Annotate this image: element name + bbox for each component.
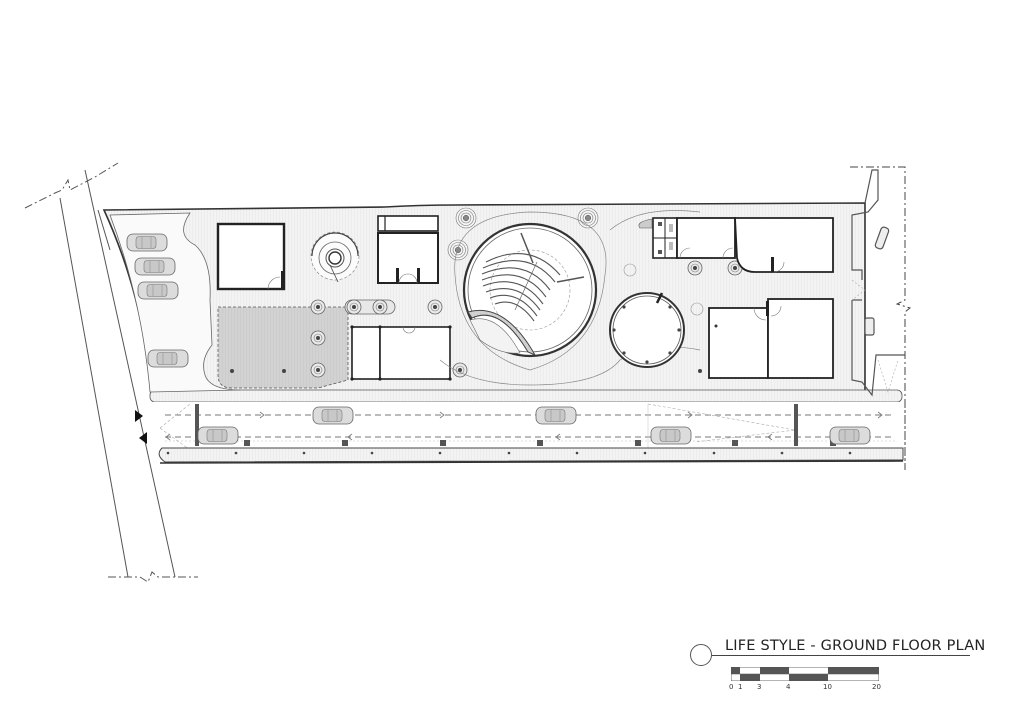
scale-bar (731, 667, 879, 681)
drawing-number-circle (690, 644, 712, 666)
drawing-title: LIFE STYLE - GROUND FLOOR PLAN (725, 638, 986, 654)
amphitheater-stage (467, 310, 537, 357)
scale-label-4: 4 (786, 683, 791, 691)
plaza-planters (230, 260, 743, 378)
room-west (216, 222, 286, 291)
scale-label-20: 20 (872, 683, 881, 691)
room-north-middle (377, 215, 439, 284)
scale-label-0: 0 (729, 683, 734, 691)
scale-labels: 0 1 3 4 10 20 (729, 683, 889, 693)
title-block: LIFE STYLE - GROUND FLOOR PLAN 0 1 3 4 1… (688, 636, 985, 696)
exit-arrow-icon (139, 432, 147, 444)
toilets-block (638, 217, 678, 259)
rooms-south-middle (350, 325, 452, 381)
covered-area-west (217, 306, 349, 389)
rooms-south-east (708, 298, 834, 379)
rooms-north-east (676, 217, 834, 273)
scale-label-10: 10 (823, 683, 832, 691)
scale-label-3: 3 (757, 683, 762, 691)
scale-label-1: 1 (738, 683, 743, 691)
title-underline (712, 655, 970, 656)
south-sidewalk (158, 447, 904, 464)
south-walkway (149, 389, 903, 403)
round-room (609, 292, 685, 368)
site-boundary-west (24, 162, 198, 583)
spiral-staircase (310, 231, 360, 283)
amphitheater (462, 222, 598, 358)
amphitheater-ring-path (454, 211, 607, 371)
entry-arrow-icon (135, 410, 143, 422)
site-boundary-east (850, 166, 912, 468)
east-edge-structure (851, 169, 905, 397)
